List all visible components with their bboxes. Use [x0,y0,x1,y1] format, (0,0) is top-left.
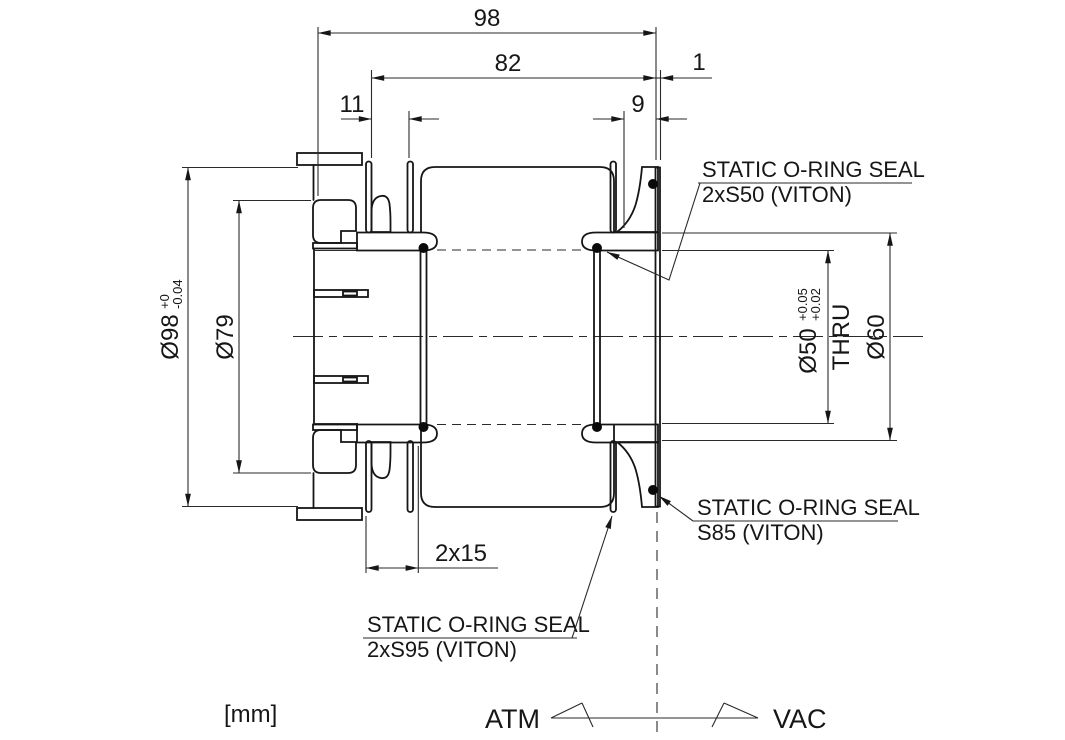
dim-11: 11 [340,91,365,118]
units-note: [mm] [224,701,277,728]
atm-label: ATM [485,704,540,734]
nut-lip-top [312,242,358,250]
ext-lines-2x15 [365,446,419,573]
dim-82: 82 [495,50,522,77]
seal-labels: STATIC O-RING SEAL 2xS50 (VITON) STATIC … [363,157,925,662]
label-s95: STATIC O-RING SEAL 2xS95 (VITON) [363,515,613,662]
o-ring-s50-left-top [418,243,429,253]
dim-cbore60-group: Ø60 [863,314,890,359]
dim-9: 9 [631,91,644,118]
dim-thru: THRU [828,304,855,371]
dim-cbore60: Ø60 [863,314,890,359]
label-s95-line2: 2xS95 (VITON) [367,637,517,662]
ext-lines-bore50 [662,249,834,425]
label-s85-line2: S85 (VITON) [697,520,824,545]
dim-thru-group: THRU [828,304,855,371]
dim-1: 1 [692,49,705,76]
flange-ring-top [614,166,659,233]
dim-bore50: Ø50 [795,328,822,373]
o-ring-s85-top [648,179,658,189]
dim-bore50-tol-upper: +0.05 [795,288,810,321]
dim-od98: Ø98 [157,314,184,359]
label-s50-line2: 2xS50 (VITON) [702,182,852,207]
o-ring-s50-right-bottom [592,422,602,432]
label-s50-leader [606,182,701,281]
nut-cavity-edges [314,249,358,425]
dim-bore50-group: Ø50 +0.05 +0.02 [795,288,823,374]
collar-band-bottom-right [581,423,659,444]
groove-walls [419,249,601,426]
dim-od98-tol-upper: +0 [157,294,172,309]
vac-label: VAC [773,704,827,734]
label-s50: STATIC O-RING SEAL 2xS50 (VITON) [606,157,925,281]
flow-annotation: [mm] ATM VAC [224,701,827,734]
nut-walls [312,164,315,509]
flange-flare-top [370,194,392,233]
dim-od79-group: Ø79 [212,314,239,359]
o-ring-s85-bottom [648,485,658,495]
dim-od98-group: Ø98 +0 -0.04 [157,279,185,359]
flange-flare-bottom [370,441,392,480]
section-view [293,152,925,737]
label-s95-line1: STATIC O-RING SEAL [367,612,590,637]
label-s85-line1: STATIC O-RING SEAL [697,495,920,520]
ext-lines-cbore60 [662,232,897,442]
dim-od98-tol-lower: -0.04 [170,279,185,309]
dim-od79: Ø79 [212,314,239,359]
o-ring-s50-left-bottom [418,422,429,432]
dim-2x15: 2x15 [435,540,487,567]
nut-hatch-bottom [312,429,357,474]
dim-98: 98 [474,5,501,32]
sleeve-wall-bottom-inner [406,440,414,513]
ext-lines-od79 [233,199,311,474]
sleeve-wall-top-inner [406,160,414,234]
vac-flow-arrow-icon [711,702,759,728]
ext-lines-od98 [182,166,298,508]
nut-hatch-top [312,199,357,244]
label-s95-leader [571,515,613,639]
bayonet-slot-bottom [313,375,369,384]
dimensions: 98 82 1 11 9 2x15 Ø98 +0 -0.04 [157,5,897,573]
nut-lip-bottom [312,423,358,431]
top-extension-lines [317,27,662,228]
flange-ring-bottom [614,441,659,508]
bayonet-slot-top [313,289,369,298]
barrel-outline-bottom [420,424,615,508]
label-s85: STATIC O-RING SEAL S85 (VITON) [658,495,920,545]
nut-rim-top [296,152,363,166]
dim-bore50-tol-lower: +0.02 [808,288,823,321]
nut-rim-bottom [296,507,363,521]
sleeve-wall-bottom-outer [365,440,373,513]
label-s85-leader [658,495,694,522]
atm-flow-arrow-icon [550,702,594,728]
label-s50-line1: STATIC O-RING SEAL [702,157,925,182]
o-ring-s50-right-top [592,243,602,253]
face-plate [654,166,661,508]
barrel-outline-top [420,166,615,233]
collar-band-bottom-left [356,423,438,444]
